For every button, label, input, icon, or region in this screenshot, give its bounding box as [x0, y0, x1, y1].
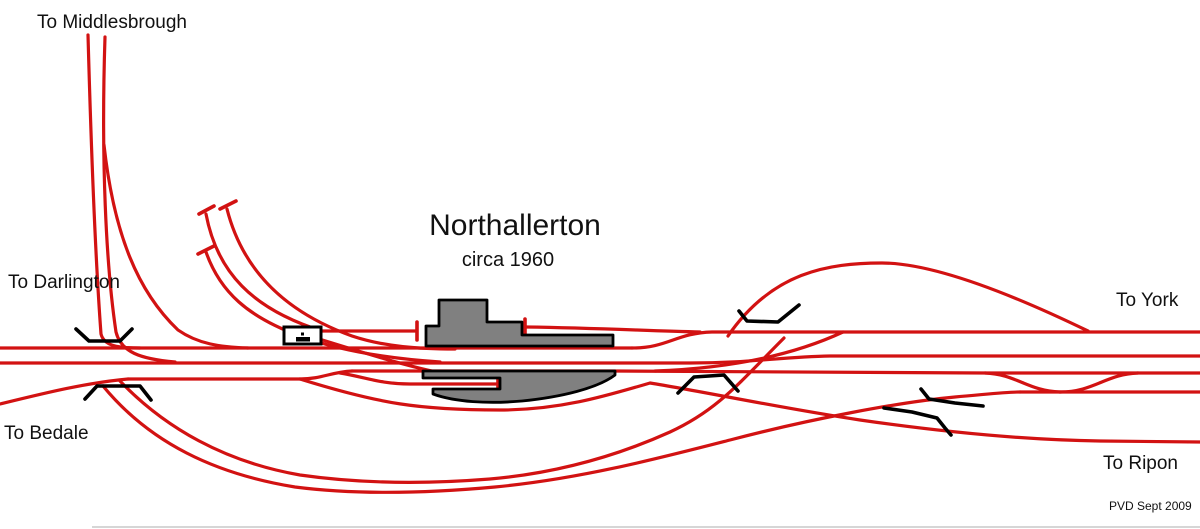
flyover-avoiding-line [726, 261, 1090, 338]
label-to-middlesbrough: To Middlesbrough [37, 12, 187, 33]
goods-loop-inner [118, 336, 786, 484]
buffer-nw-b [218, 199, 238, 211]
platforms-group [421, 298, 617, 404]
signal-box-group [282, 325, 323, 346]
label-to-darlington: To Darlington [8, 272, 120, 293]
north-bay-east [524, 325, 702, 334]
diagram-title: Northallerton [429, 209, 601, 242]
level-crossing-gate-b [882, 406, 953, 437]
middlesbrough-b [102, 35, 177, 364]
north-platform-building [424, 298, 615, 348]
bridge-mark-flyover [737, 303, 801, 324]
signal-box-dot-icon [301, 332, 304, 336]
buffer-nw-a [197, 204, 216, 216]
island-slot-bay [338, 371, 499, 386]
up-main-rise-east [630, 330, 1200, 350]
label-to-ripon: To Ripon [1103, 453, 1178, 474]
under-island-loop-to-ripon [298, 377, 1200, 444]
buffer-nw-c [196, 244, 216, 256]
island-platform [421, 369, 617, 404]
bridge-mark-sw [83, 384, 153, 402]
goods-loop-outer [101, 384, 1022, 494]
diamond-b [1058, 371, 1140, 394]
down-main [0, 354, 1200, 365]
signal-box-base-icon [296, 337, 310, 342]
platform-loop-ramp [298, 369, 354, 381]
middlesbrough-curve [102, 143, 250, 350]
label-to-york: To York [1116, 290, 1179, 311]
nw-siding-a [204, 212, 324, 333]
label-to-bedale: To Bedale [4, 423, 89, 444]
diagram-credit: PVD Sept 2009 [1109, 499, 1192, 513]
bedale-branch [0, 377, 130, 406]
level-crossing-gate-a [919, 387, 985, 408]
diagram-subtitle: circa 1960 [461, 249, 555, 271]
middlesbrough-a [86, 33, 142, 350]
structures-group [74, 303, 985, 437]
bridge-mark-nw [74, 327, 134, 343]
diamond-a [983, 371, 1062, 394]
tracks-group [0, 33, 1200, 494]
nw-siding-b [225, 207, 457, 351]
bridge-mark-south-mid [676, 373, 740, 395]
